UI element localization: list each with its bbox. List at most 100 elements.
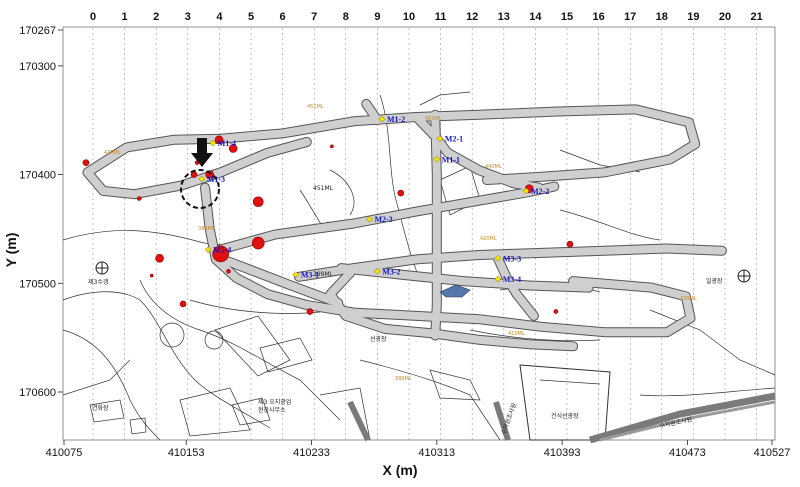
survey-point-label: M1-2 (387, 115, 405, 124)
shaft-icon (95, 261, 109, 275)
column-label: 15 (561, 11, 573, 23)
x-tick-label: 410393 (544, 447, 581, 459)
red-marker (397, 189, 405, 197)
survey-point-label: M3-4 (503, 275, 521, 284)
site-label-ilgwang: 일광장 (706, 277, 723, 285)
red-marker (566, 240, 574, 248)
survey-point-label: M3-3 (503, 254, 521, 263)
survey-point-label: M2-4 (213, 246, 231, 255)
column-label: 12 (466, 11, 478, 23)
red-marker (212, 245, 229, 263)
orange-label-3: 453ML (425, 116, 442, 122)
y-tick-label: 170500 (19, 278, 56, 290)
tunnel-segment (83, 138, 311, 199)
red-marker (214, 135, 224, 145)
site-label-399: 399ML (313, 271, 334, 278)
headframe-icon (737, 269, 751, 283)
survey-point-label: M2-1 (445, 135, 463, 144)
site-label-shaft3: 제3수갱 (88, 278, 108, 286)
column-label: 1 (122, 11, 128, 23)
red-marker (553, 309, 559, 314)
survey-point-icon (436, 135, 444, 143)
red-marker (306, 308, 314, 315)
tunnel-network (82, 98, 727, 352)
x-tick-label: 410075 (46, 447, 83, 459)
survey-point-label: M3-1 (301, 271, 319, 280)
site-label-451: 451ML (313, 185, 334, 192)
column-label: 9 (374, 11, 380, 23)
y-tick-label: 170400 (19, 170, 56, 182)
tunnel-segment (224, 257, 343, 307)
column-label: 19 (687, 11, 699, 23)
survey-point-label: M3-2 (382, 267, 400, 276)
survey-point-icon (366, 215, 373, 223)
column-label: 18 (656, 11, 668, 23)
red-marker (251, 236, 265, 250)
site-label-oji: 제3 오지광업 (258, 398, 291, 406)
red-marker (252, 196, 264, 208)
red-marker (136, 196, 142, 201)
x-tick-label: 410527 (754, 447, 791, 459)
site-label-yeonhwa: 연화장 (92, 404, 109, 412)
column-label: 2 (153, 11, 159, 23)
tunnel-segment (493, 254, 538, 320)
red-marker (155, 253, 164, 263)
survey-point-label: M2-2 (531, 187, 549, 196)
survey-point-icon (494, 275, 502, 283)
column-label: 3 (185, 11, 191, 23)
survey-point-icon (373, 267, 381, 275)
column-label: 20 (719, 11, 731, 23)
survey-point-icon (378, 115, 386, 123)
red-marker (179, 300, 187, 308)
y-tick-label: 170300 (19, 61, 56, 73)
orange-labels: 470ML 451ML 453ML 440ML 399ML 420ML 399M… (104, 104, 697, 382)
highlight-dashed-circle (180, 169, 220, 209)
y-tick-label: 170267 (19, 25, 56, 37)
orange-label-4: 440ML (485, 164, 502, 170)
x-tick-label: 410473 (669, 447, 706, 459)
site-label-office: 현장사무소 (258, 406, 286, 414)
column-label: 7 (311, 11, 317, 23)
orange-label-5: 399ML (198, 226, 215, 232)
survey-point-label: M2-3 (374, 215, 392, 224)
survey-point-icon (292, 271, 300, 278)
orange-label-8: 330ML (680, 296, 697, 302)
base-map-linework (62, 91, 776, 441)
survey-point-icon (522, 187, 530, 195)
column-label: 17 (624, 11, 636, 23)
down-arrow-icon (191, 138, 213, 167)
survey-point-icon (209, 139, 217, 147)
red-marker (330, 144, 334, 149)
red-marker (82, 159, 90, 166)
x-tick-label: 410313 (418, 447, 455, 459)
tunnel-segment (337, 264, 593, 292)
survey-point-icon (198, 175, 206, 183)
orange-label-1: 470ML (104, 150, 121, 156)
column-label: 4 (216, 11, 223, 23)
map-frame (62, 26, 776, 441)
survey-point-icon (433, 156, 441, 163)
red-marker (228, 144, 238, 153)
survey-point-icon (204, 246, 212, 253)
red-markers (82, 135, 574, 315)
y-axis-title: Y (m) (3, 233, 19, 268)
column-label: 13 (498, 11, 510, 23)
column-label: 5 (248, 11, 254, 23)
column-label: 10 (403, 11, 415, 23)
survey-point-label: M1-1 (442, 155, 460, 164)
site-label-wash: 건식선광장 (551, 412, 579, 420)
red-marker (149, 273, 154, 278)
column-label: 6 (280, 11, 286, 23)
tunnel-segment (362, 99, 382, 125)
red-marker (226, 269, 231, 274)
orange-label-9: 410ML (508, 331, 525, 337)
tunnel-segment (431, 110, 441, 340)
x-tick-label: 410153 (168, 447, 205, 459)
orange-label-6: 420ML (480, 236, 497, 242)
column-label: 14 (529, 11, 542, 23)
